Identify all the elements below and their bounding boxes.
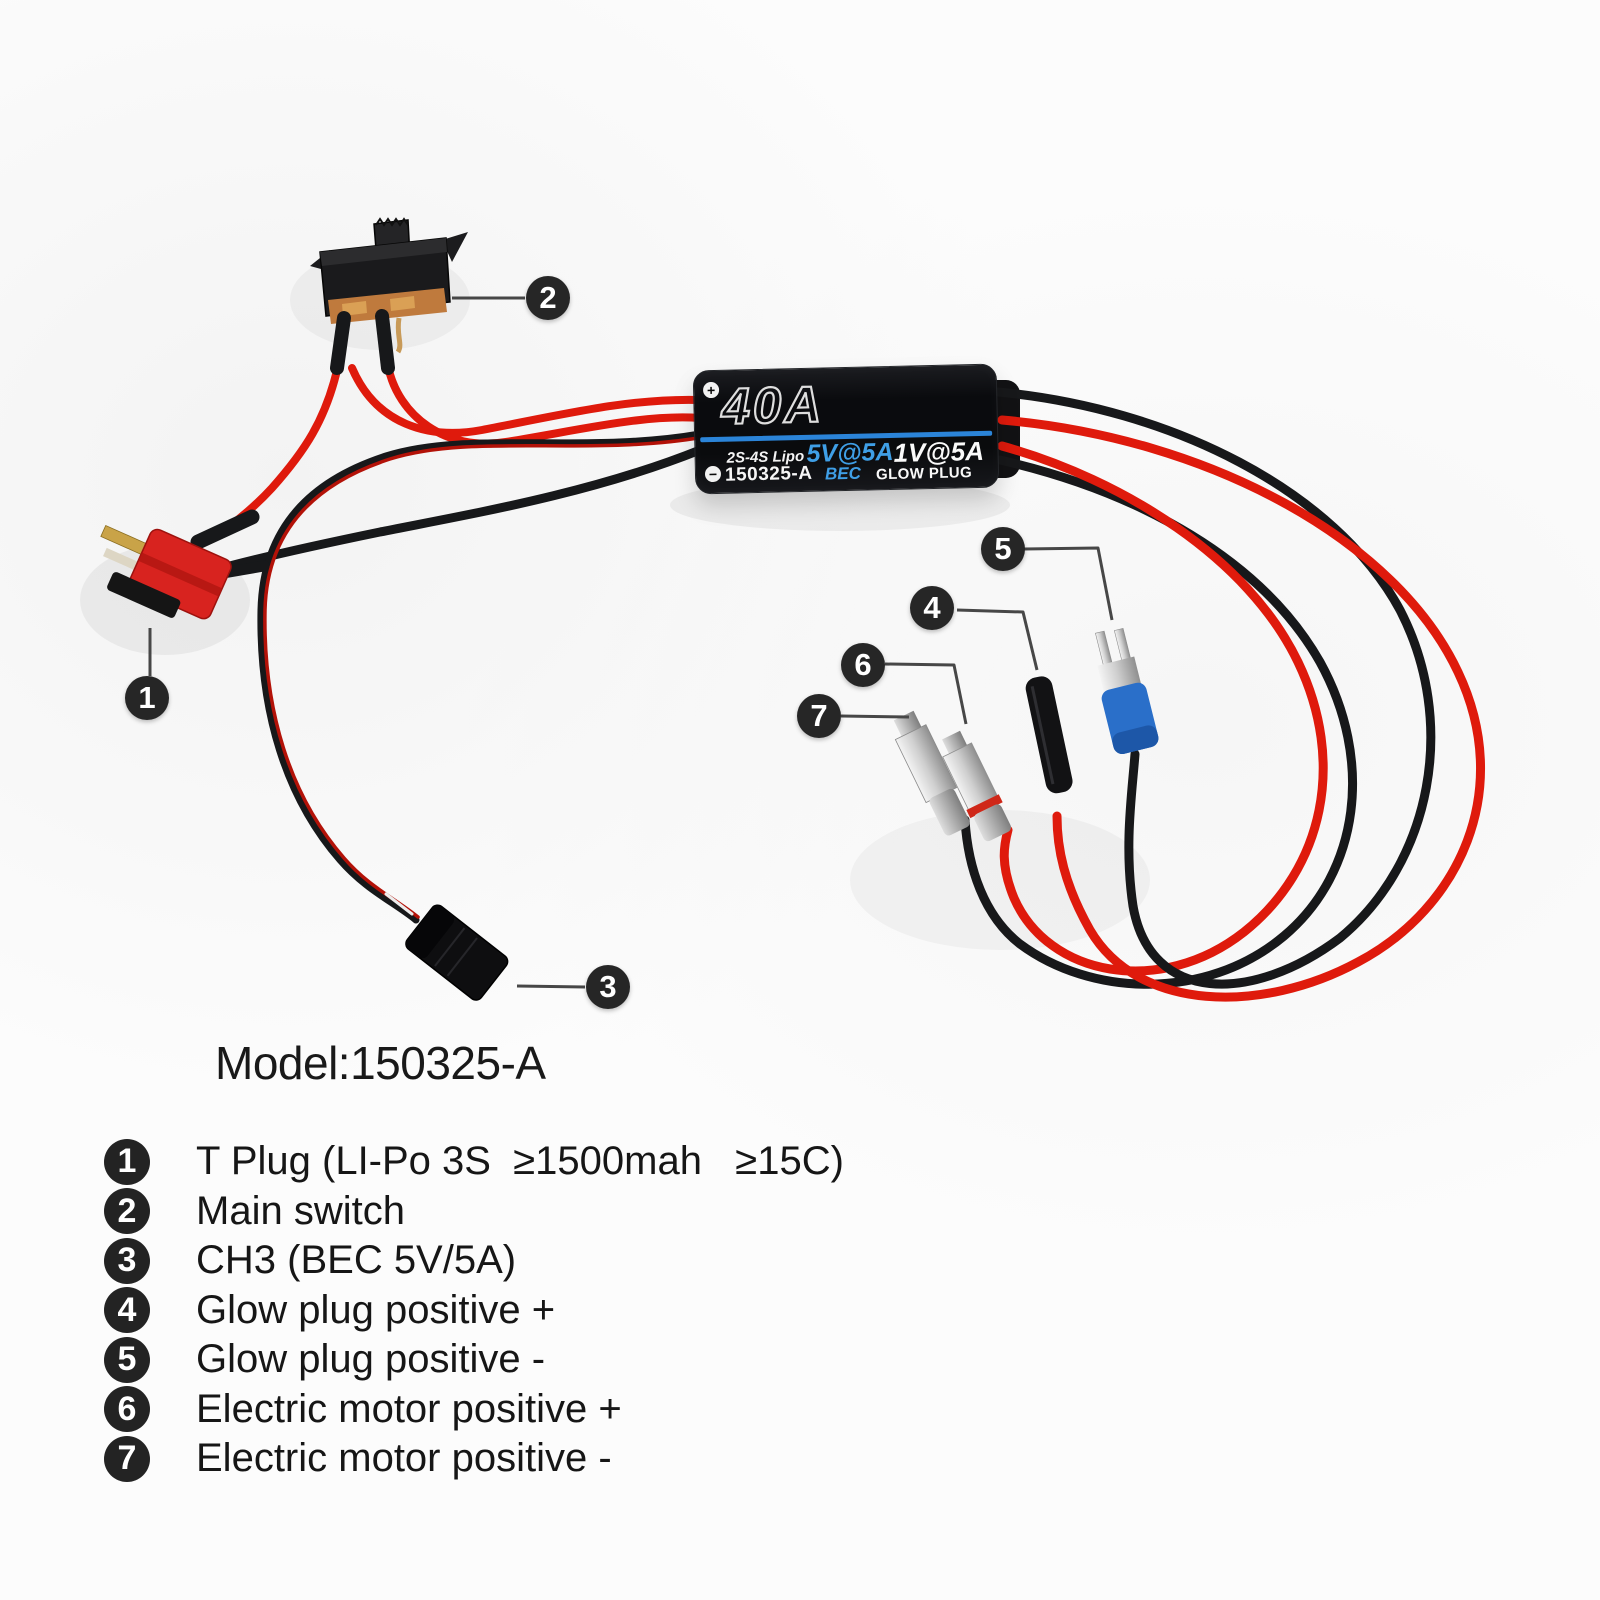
soft-shadows	[80, 250, 1010, 655]
leader-line-6	[884, 662, 968, 725]
switch-copper-contacts	[328, 288, 447, 324]
switch-heatshrink-1	[330, 311, 351, 375]
callout-leader-lines	[148, 296, 1114, 989]
legend-label-4: Glow plug positive +	[196, 1287, 556, 1332]
callout-badge-1: 1	[125, 676, 169, 720]
main-slide-switch	[310, 217, 468, 375]
callout-badge-2: 2	[526, 276, 570, 320]
model-caption: Model:150325-A	[215, 1037, 546, 1089]
esc-rating: 40A	[720, 374, 826, 436]
glowplug-positive-red-wire	[997, 415, 1485, 1002]
esc-model-number: 150325-A	[724, 462, 813, 486]
spade7-crimp	[929, 788, 970, 836]
servo-lead-white-strand	[384, 892, 414, 916]
glowplug-negative-fork-terminal	[1095, 628, 1159, 755]
leader-line-3	[516, 984, 586, 989]
switch-solder-loop	[395, 317, 403, 354]
tplug-housing-ridge	[138, 552, 223, 597]
servo-plug-step	[405, 905, 455, 959]
legend-row-5: 5 Glow plug positive -	[104, 1335, 844, 1385]
left-harness-wires	[206, 362, 706, 924]
minus-icon: −	[704, 465, 722, 483]
leader-line-7	[840, 714, 910, 719]
servo-lead-black-strand	[257, 430, 704, 924]
switch-to-tplug-red-wire	[206, 362, 342, 544]
callout-badge-7: 7	[797, 694, 841, 738]
legend: 1 T Plug (LI-Po 3S ≥1500mah ≥15C) 2 Main…	[104, 1137, 844, 1484]
servo-plug-ridge-1	[434, 927, 466, 967]
callout-badge-5: 5	[981, 527, 1025, 571]
terminal4-heatshrink	[1025, 676, 1073, 794]
tplug-black-base	[107, 572, 181, 618]
tplug-positive-heatshrink	[190, 509, 260, 550]
motor-positive-spade-terminal	[942, 730, 1012, 842]
legend-badge-2: 2	[104, 1188, 150, 1235]
switch-knob-serration	[375, 217, 409, 227]
legend-row-1: 1 T Plug (LI-Po 3S ≥1500mah ≥15C)	[104, 1137, 844, 1187]
motor-negative-black-wire	[960, 455, 1357, 989]
t-plug-connector	[100, 509, 270, 620]
legend-row-6: 6 Electric motor positive +	[104, 1385, 844, 1435]
switch-body-highlight	[320, 238, 447, 266]
switch-to-esc-red-wire-1	[348, 364, 704, 437]
legend-badge-5: 5	[104, 1336, 150, 1383]
esc-module: + 40A 2S-4S Lipo − 150325-A 5V@5A BEC 1V…	[692, 363, 1000, 495]
switch-contact-tab-1	[342, 301, 367, 316]
legend-badge-6: 6	[104, 1386, 150, 1433]
servo-connector-ch3	[405, 904, 509, 1001]
legend-badge-1: 1	[104, 1138, 150, 1185]
legend-label-6: Electric motor positive +	[196, 1386, 622, 1431]
callout-badge-6: 6	[841, 643, 885, 687]
callout-badge-4: 4	[910, 586, 954, 630]
legend-label-5: Glow plug positive -	[196, 1337, 546, 1382]
legend-row-2: 2 Main switch	[104, 1187, 844, 1237]
right-harness-wires	[960, 387, 1485, 1002]
servo-lead-red-strand	[263, 435, 706, 919]
legend-badge-7: 7	[104, 1435, 150, 1482]
esc-bec-label: BEC	[824, 463, 862, 484]
legend-row-3: 3 CH3 (BEC 5V/5A)	[104, 1236, 844, 1286]
legend-label-7: Electric motor positive -	[196, 1436, 612, 1481]
glowplug-positive-terminal	[1025, 676, 1073, 794]
legend-badge-3: 3	[104, 1237, 150, 1284]
glowplug-negative-black-wire	[993, 387, 1436, 989]
servo-plug-ridge-2	[446, 937, 478, 977]
legend-label-3: CH3 (BEC 5V/5A)	[196, 1238, 517, 1283]
switch-right-wing	[442, 232, 468, 262]
legend-label-1: T Plug (LI-Po 3S ≥1500mah ≥15C)	[196, 1139, 844, 1184]
plus-icon: +	[702, 381, 720, 399]
motor-positive-red-wire	[997, 441, 1328, 976]
leader-line-5	[1023, 546, 1114, 621]
legend-row-4: 4 Glow plug positive +	[104, 1286, 844, 1336]
tplug-white-pin	[103, 547, 140, 571]
switch-heatshrink-2	[375, 309, 395, 375]
fork5-sleeve-shade	[1112, 725, 1159, 755]
switch-contact-tab-2	[390, 296, 415, 311]
spade6-crimp	[974, 804, 1012, 842]
terminal4-highlight	[1030, 685, 1055, 785]
legend-badge-4: 4	[104, 1287, 150, 1334]
legend-row-7: 7 Electric motor positive -	[104, 1434, 844, 1484]
callout-badge-3: 3	[586, 965, 630, 1009]
spade6-red-band	[966, 794, 1003, 819]
leader-line-4	[956, 608, 1039, 671]
legend-label-2: Main switch	[196, 1188, 405, 1233]
motor-negative-spade-terminal	[893, 710, 970, 836]
esc-glow-label: GLOW PLUG	[875, 464, 973, 484]
